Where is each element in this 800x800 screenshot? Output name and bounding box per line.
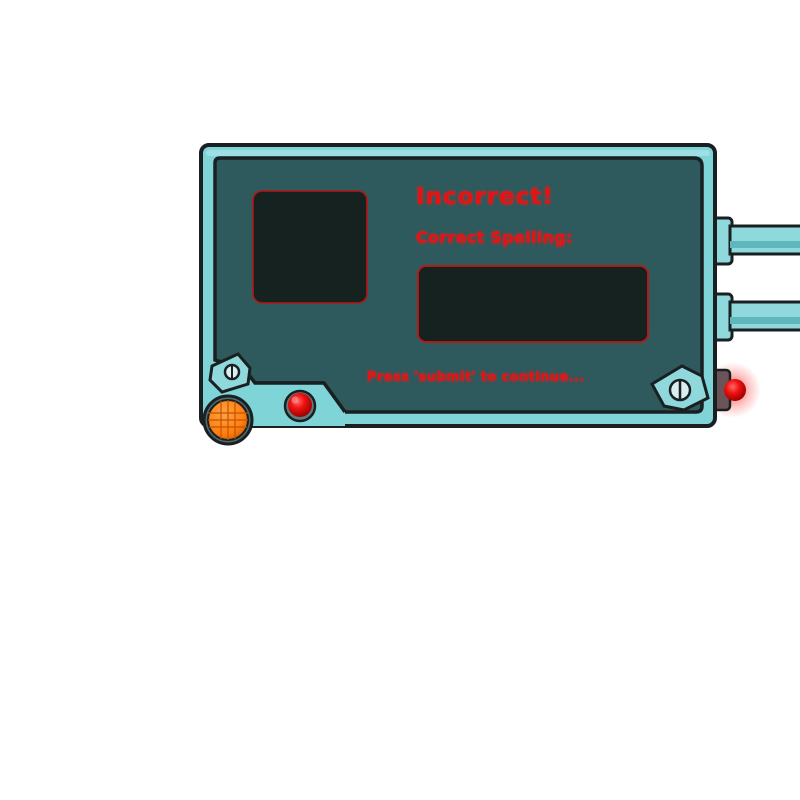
word-picture-display xyxy=(253,191,367,303)
red-button-hitarea[interactable] xyxy=(284,390,316,422)
orange-knob[interactable] xyxy=(202,394,254,446)
correct-spelling-label: Correct Spelling: xyxy=(416,228,573,247)
screw-icon xyxy=(208,352,252,394)
pipes xyxy=(710,216,800,342)
correct-spelling-value xyxy=(418,266,648,342)
red-button[interactable] xyxy=(283,389,317,423)
orange-knob-button[interactable] xyxy=(204,397,252,445)
screw-icon xyxy=(649,364,710,412)
result-heading: Incorrect! xyxy=(416,184,554,210)
correct-spelling-screen xyxy=(417,265,649,343)
picture-screen xyxy=(252,190,368,304)
continue-hint: Press 'submit' to continue... xyxy=(367,370,585,385)
